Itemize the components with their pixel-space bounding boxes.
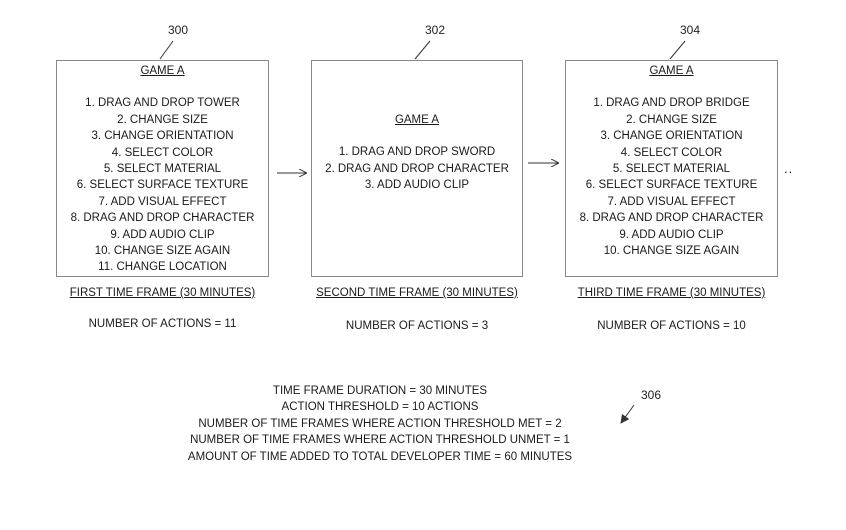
ref-numeral-306: 306: [641, 388, 662, 402]
action-item: 4. SELECT COLOR: [111, 146, 214, 159]
action-item: 1. DRAG AND DROP SWORD: [338, 146, 496, 159]
action-item: 2. DRAG AND DROP CHARACTER: [325, 162, 509, 175]
leader-line-300: [159, 40, 174, 60]
action-item: 7. ADD VISUAL EFFECT: [98, 195, 227, 208]
time-frame-box-3: GAME A 1. DRAG AND DROP BRIDGE 2. CHANGE…: [565, 60, 778, 277]
action-item: 6. SELECT SURFACE TEXTURE: [585, 179, 758, 192]
summary-line: NUMBER OF TIME FRAMES WHERE ACTION THRES…: [198, 417, 562, 430]
time-frame-box-1: GAME A 1. DRAG AND DROP TOWER 2. CHANGE …: [56, 60, 269, 277]
action-item: 9. ADD AUDIO CLIP: [619, 228, 724, 241]
summary-line: TIME FRAME DURATION = 30 MINUTES: [272, 385, 488, 397]
action-item: 8. DRAG AND DROP CHARACTER: [70, 212, 255, 225]
continuation-ellipsis: ..: [784, 161, 794, 176]
game-title: GAME A: [649, 65, 694, 77]
ref-numeral-302: 302: [425, 23, 446, 37]
action-item: 5. SELECT MATERIAL: [103, 163, 222, 176]
summary-line: NUMBER OF TIME FRAMES WHERE ACTION THRES…: [190, 434, 570, 447]
game-title: GAME A: [394, 114, 440, 126]
action-item: 7. ADD VISUAL EFFECT: [607, 195, 736, 208]
leader-arrow-306: [620, 404, 635, 424]
action-list: 1. DRAG AND DROP SWORD 2. DRAG AND DROP …: [312, 144, 522, 193]
action-count-3: NUMBER OF ACTIONS = 10: [597, 320, 746, 332]
ref-numeral-300: 300: [168, 23, 189, 37]
action-item: 3. CHANGE ORIENTATION: [91, 130, 234, 143]
action-count-2: NUMBER OF ACTIONS = 3: [345, 320, 489, 332]
action-item: 1. DRAG AND DROP TOWER: [85, 97, 240, 110]
time-frame-caption-3: THIRD TIME FRAME (30 MINUTES): [577, 287, 766, 299]
action-item: 11. CHANGE LOCATION: [98, 261, 227, 274]
action-item: 10. CHANGE SIZE AGAIN: [603, 245, 740, 258]
action-item: 2. CHANGE SIZE: [626, 113, 717, 126]
action-item: 1. DRAG AND DROP BRIDGE: [593, 97, 750, 110]
action-item: 2. CHANGE SIZE: [117, 113, 208, 126]
action-item: 3. ADD AUDIO CLIP: [364, 179, 470, 192]
summary-block: TIME FRAME DURATION = 30 MINUTES ACTION …: [160, 383, 600, 465]
time-frame-caption-1: FIRST TIME FRAME (30 MINUTES): [69, 287, 256, 299]
action-item: 9. ADD AUDIO CLIP: [110, 228, 215, 241]
action-item: 10. CHANGE SIZE AGAIN: [94, 245, 231, 258]
summary-line: ACTION THRESHOLD = 10 ACTIONS: [281, 401, 479, 414]
time-frame-caption-2: SECOND TIME FRAME (30 MINUTES): [316, 287, 518, 299]
action-list: 1. DRAG AND DROP TOWER 2. CHANGE SIZE 3.…: [57, 95, 268, 275]
action-item: 5. SELECT MATERIAL: [612, 163, 731, 176]
action-list: 1. DRAG AND DROP BRIDGE 2. CHANGE SIZE 3…: [566, 95, 777, 259]
leader-line-304: [669, 40, 686, 60]
summary-line: AMOUNT OF TIME ADDED TO TOTAL DEVELOPER …: [187, 450, 573, 463]
ref-numeral-304: 304: [680, 23, 701, 37]
time-frame-box-2: GAME A 1. DRAG AND DROP SWORD 2. DRAG AN…: [311, 60, 523, 277]
action-item: 8. DRAG AND DROP CHARACTER: [579, 212, 764, 225]
game-title: GAME A: [140, 65, 185, 77]
action-item: 4. SELECT COLOR: [620, 146, 723, 159]
action-count-1: NUMBER OF ACTIONS = 11: [88, 318, 237, 330]
action-item: 3. CHANGE ORIENTATION: [600, 130, 743, 143]
leader-line-302: [414, 40, 431, 60]
action-item: 6. SELECT SURFACE TEXTURE: [76, 179, 249, 192]
